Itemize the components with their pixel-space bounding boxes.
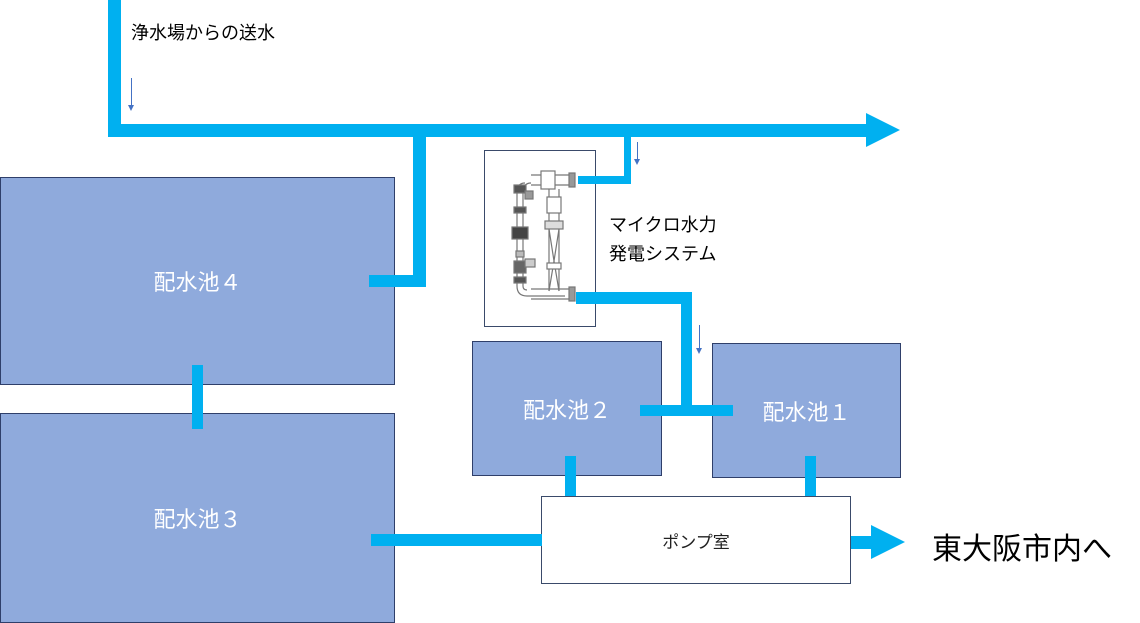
inlet-pipe-vertical: [108, 0, 121, 137]
tank-3: 配水池３: [0, 413, 395, 623]
micro-hydro-drawing: [511, 170, 576, 302]
pump-room: ポンプ室: [541, 496, 851, 584]
tank4-branch-vertical: [413, 124, 426, 287]
tank-4-label: 配水池４: [153, 271, 242, 296]
tank2-pump-pipe: [565, 456, 576, 496]
hydro-inlet-horizontal: [578, 176, 631, 184]
hydro-outlet-vertical: [681, 292, 692, 416]
hydro-outlet-horizontal: [576, 292, 692, 304]
tank-1-label: 配水池１: [762, 400, 851, 426]
tank4-tank3-connector: [192, 365, 203, 429]
micro-hydro-label-line2: 発電システム: [609, 244, 717, 265]
flow-arrow-inlet: [128, 78, 134, 111]
tank2-tank1-connector: [640, 405, 733, 416]
pump-outflow-arrowhead: [871, 525, 905, 559]
source-label: 浄水場からの送水: [131, 23, 275, 44]
tank-3-label: 配水池３: [153, 508, 242, 533]
destination-label: 東大阪市内へ: [932, 532, 1112, 567]
pump-outflow-pipe: [851, 536, 875, 549]
flow-arrow-hydro-inlet: [634, 142, 640, 165]
pump-room-label: ポンプ室: [662, 532, 730, 553]
hydro-inlet-vertical: [624, 124, 631, 184]
main-pipe-horizontal: [108, 124, 870, 137]
tank1-pump-pipe: [805, 456, 816, 496]
flow-arrow-hydro-outlet: [696, 325, 702, 354]
main-outflow-arrowhead: [866, 113, 900, 147]
tank4-branch-horizontal: [369, 275, 426, 287]
tank-4: 配水池４: [0, 177, 395, 385]
tank3-pump-pipe: [371, 534, 542, 546]
micro-hydro-label-line1: マイクロ水力: [609, 215, 717, 236]
tank-2-label: 配水池２: [522, 398, 611, 424]
tank-2: 配水池２: [472, 341, 662, 476]
